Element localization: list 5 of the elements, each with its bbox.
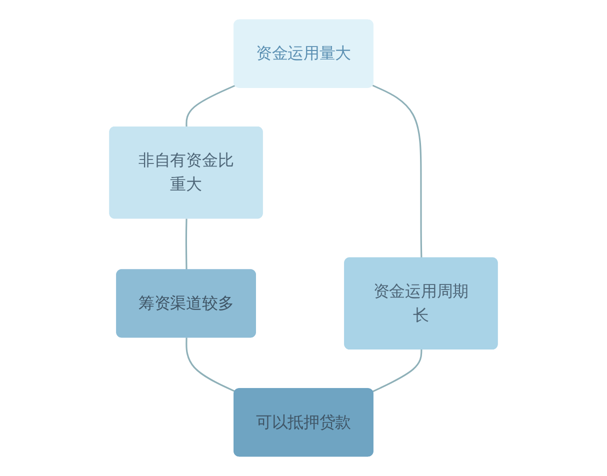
connector <box>186 84 236 128</box>
connector <box>186 338 236 392</box>
connector <box>372 350 422 392</box>
connector <box>185 218 188 270</box>
connector <box>372 84 422 258</box>
